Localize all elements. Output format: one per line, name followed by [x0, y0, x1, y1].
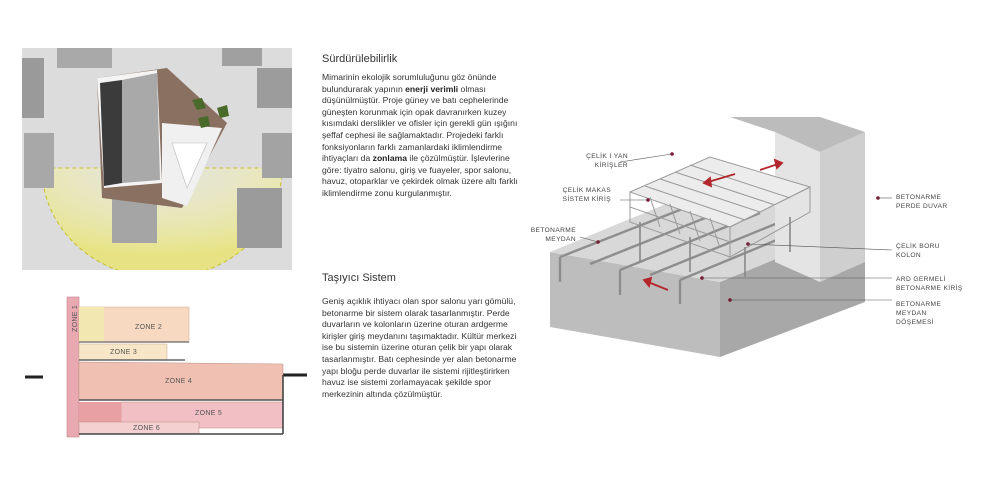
zone-2-label: ZONE 2 — [135, 324, 163, 331]
sustainability-paragraph: Mimarinin ekolojik sorumluluğunu göz önü… — [322, 72, 518, 198]
zoning-section-diagram: ZONE 1 ZONE 2 ZONE 3 ZONE 4 ZONE 5 ZONE … — [25, 292, 310, 442]
zone-1-label: ZONE 1 — [72, 304, 79, 332]
zone-4-label: ZONE 4 — [165, 378, 193, 385]
site-plan-drawing — [22, 48, 292, 270]
zoning-bold: zonlama — [372, 153, 408, 164]
structure-drawing — [550, 117, 893, 357]
zone-5-label: ZONE 5 — [195, 410, 223, 417]
energy-efficient-bold: enerji verimli — [405, 83, 459, 94]
sustainability-heading: Sürdürülebilirlik — [322, 53, 398, 65]
zone-3-label: ZONE 3 — [110, 349, 138, 356]
structural-paragraph: Geniş açıklık ihtiyacı olan spor salonu … — [322, 296, 517, 399]
structural-heading: Taşıyıcı Sistem — [322, 272, 396, 284]
site-plan-image — [22, 48, 292, 270]
structure-axonometric — [520, 112, 900, 362]
zone-6-label: ZONE 6 — [133, 425, 161, 432]
zoning-section-drawing — [25, 296, 307, 438]
